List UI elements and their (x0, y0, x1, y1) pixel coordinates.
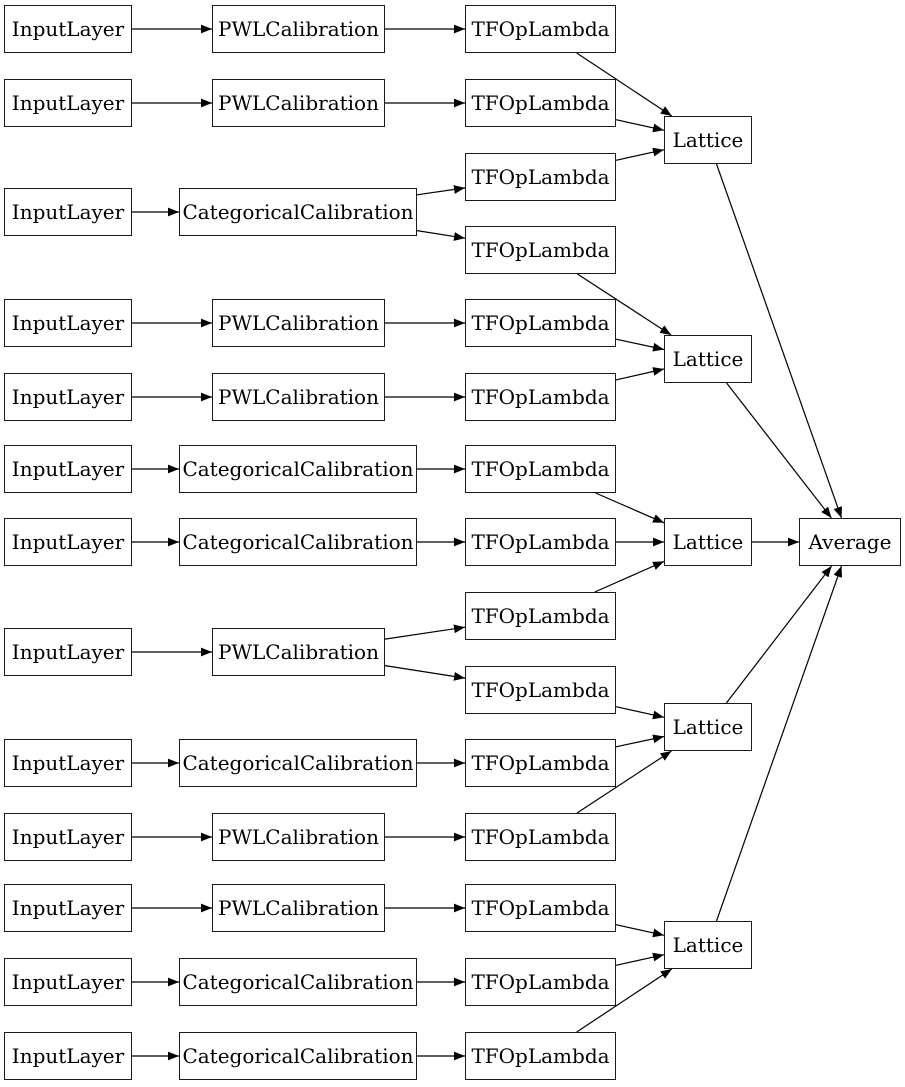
node-tf-9: TFOpLambda (465, 592, 616, 640)
node-tf-11: TFOpLambda (465, 739, 616, 787)
node-tf-10: TFOpLambda (465, 666, 616, 714)
node-tf-3: TFOpLambda (465, 153, 616, 201)
node-label: Lattice (672, 128, 744, 152)
node-label: PWLCalibration (218, 385, 379, 409)
node-cal-10: PWLCalibration (212, 813, 385, 861)
node-lattice-3: Lattice (664, 518, 752, 566)
node-label: CategoricalCalibration (182, 970, 414, 994)
node-cal-11: PWLCalibration (212, 884, 385, 932)
node-label: TFOpLambda (471, 896, 610, 920)
node-cal-5: PWLCalibration (212, 373, 385, 421)
node-label: PWLCalibration (218, 311, 379, 335)
node-label: Lattice (672, 347, 744, 371)
node-lattice-1: Lattice (664, 116, 752, 164)
node-input-1: InputLayer (4, 5, 132, 53)
node-label: InputLayer (11, 970, 125, 994)
node-label: CategoricalCalibration (182, 457, 414, 481)
node-label: PWLCalibration (218, 91, 379, 115)
node-input-13: InputLayer (4, 1032, 132, 1080)
node-cal-4: PWLCalibration (212, 299, 385, 347)
node-label: PWLCalibration (218, 896, 379, 920)
node-input-4: InputLayer (4, 299, 132, 347)
node-label: TFOpLambda (471, 91, 610, 115)
node-label: TFOpLambda (471, 751, 610, 775)
node-lattice-5: Lattice (664, 921, 752, 969)
node-label: InputLayer (11, 311, 125, 335)
node-tf-15: TFOpLambda (465, 1032, 616, 1080)
node-label: TFOpLambda (471, 385, 610, 409)
node-label: TFOpLambda (471, 311, 610, 335)
node-label: InputLayer (11, 91, 125, 115)
node-label: CategoricalCalibration (182, 1044, 414, 1068)
node-label: Lattice (672, 715, 744, 739)
node-label: InputLayer (11, 200, 125, 224)
node-cal-13: CategoricalCalibration (179, 1032, 417, 1080)
node-label: TFOpLambda (471, 530, 610, 554)
node-label: TFOpLambda (471, 825, 610, 849)
node-input-9: InputLayer (4, 739, 132, 787)
node-tf-5: TFOpLambda (465, 299, 616, 347)
node-label: TFOpLambda (471, 678, 610, 702)
node-tf-13: TFOpLambda (465, 884, 616, 932)
node-label: InputLayer (11, 896, 125, 920)
node-label: TFOpLambda (471, 970, 610, 994)
node-label: CategoricalCalibration (182, 200, 414, 224)
node-cal-1: PWLCalibration (212, 5, 385, 53)
node-lattice-4: Lattice (664, 703, 752, 751)
node-input-11: InputLayer (4, 884, 132, 932)
node-cal-9: CategoricalCalibration (179, 739, 417, 787)
node-tf-12: TFOpLambda (465, 813, 616, 861)
node-label: InputLayer (11, 751, 125, 775)
node-label: TFOpLambda (471, 165, 610, 189)
node-input-8: InputLayer (4, 628, 132, 676)
node-cal-8: PWLCalibration (212, 628, 385, 676)
node-label: PWLCalibration (218, 17, 379, 41)
node-label: CategoricalCalibration (182, 751, 414, 775)
node-label: TFOpLambda (471, 604, 610, 628)
node-label: TFOpLambda (471, 17, 610, 41)
node-tf-7: TFOpLambda (465, 445, 616, 493)
node-tf-6: TFOpLambda (465, 373, 616, 421)
node-label: Average (808, 530, 892, 554)
node-label: Lattice (672, 933, 744, 957)
node-label: CategoricalCalibration (182, 530, 414, 554)
node-label: InputLayer (11, 385, 125, 409)
node-input-12: InputLayer (4, 958, 132, 1006)
node-average: Average (799, 518, 901, 566)
node-input-5: InputLayer (4, 373, 132, 421)
node-tf-8: TFOpLambda (465, 518, 616, 566)
node-input-7: InputLayer (4, 518, 132, 566)
node-label: Lattice (672, 530, 744, 554)
node-tf-1: TFOpLambda (465, 5, 616, 53)
node-label: TFOpLambda (471, 238, 610, 262)
node-tf-14: TFOpLambda (465, 958, 616, 1006)
node-label: InputLayer (11, 640, 125, 664)
node-tf-4: TFOpLambda (465, 226, 616, 274)
node-cal-7: CategoricalCalibration (179, 518, 417, 566)
node-label: InputLayer (11, 457, 125, 481)
node-label: PWLCalibration (218, 825, 379, 849)
node-input-10: InputLayer (4, 813, 132, 861)
node-label: InputLayer (11, 825, 125, 849)
node-input-6: InputLayer (4, 445, 132, 493)
node-input-2: InputLayer (4, 79, 132, 127)
node-lattice-2: Lattice (664, 335, 752, 383)
node-cal-2: PWLCalibration (212, 79, 385, 127)
node-label: TFOpLambda (471, 1044, 610, 1068)
node-label: InputLayer (11, 1044, 125, 1068)
node-cal-3: CategoricalCalibration (179, 188, 417, 236)
node-tf-2: TFOpLambda (465, 79, 616, 127)
node-label: PWLCalibration (218, 640, 379, 664)
node-input-3: InputLayer (4, 188, 132, 236)
node-cal-6: CategoricalCalibration (179, 445, 417, 493)
node-label: TFOpLambda (471, 457, 610, 481)
node-label: InputLayer (11, 17, 125, 41)
node-label: InputLayer (11, 530, 125, 554)
node-cal-12: CategoricalCalibration (179, 958, 417, 1006)
